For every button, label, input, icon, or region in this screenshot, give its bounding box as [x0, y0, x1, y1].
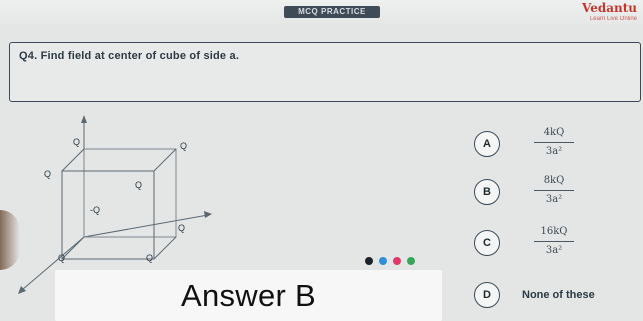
top-bar: MCQ PRACTICE Vedantu Learn Live Online: [0, 0, 643, 24]
y-axis: [21, 236, 85, 291]
charge-label: Q: [58, 253, 65, 263]
x-axis-arrow: [204, 211, 212, 218]
cube-edge: [61, 236, 85, 260]
charge-label: -Q: [90, 205, 100, 215]
fraction-bar: [534, 241, 574, 242]
charge-label: Q: [135, 180, 142, 190]
progress-dot: [407, 257, 415, 265]
option-text: None of these: [522, 289, 595, 301]
x-axis: [83, 214, 209, 238]
option-fraction: 16kQ 3a²: [534, 225, 574, 258]
fraction-denominator: 3a²: [545, 146, 563, 157]
option-b[interactable]: B 8kQ 3a²: [474, 174, 643, 210]
cube-edge: [61, 148, 85, 172]
charge-label: Q: [73, 137, 80, 147]
fraction-numerator: 4kQ: [543, 127, 565, 138]
fraction-denominator: 3a²: [545, 245, 563, 256]
answer-banner: Answer B: [55, 270, 442, 321]
option-fraction: 8kQ 3a²: [534, 174, 574, 207]
question-text: Q4. Find field at center of cube of side…: [19, 50, 240, 62]
cube-back-face: [83, 148, 177, 238]
option-letter-badge: A: [474, 131, 500, 157]
charge-label: Q: [178, 223, 185, 233]
fraction-numerator: 8kQ: [543, 175, 565, 186]
z-axis-arrow: [81, 115, 87, 123]
progress-dot: [365, 257, 373, 265]
presenter-hand: [0, 210, 20, 270]
cube-edge: [153, 236, 177, 260]
charge-label: Q: [180, 141, 187, 151]
answer-text: Answer B: [180, 277, 317, 313]
option-a[interactable]: A 4kQ 3a²: [474, 126, 643, 162]
fraction-bar: [534, 142, 574, 143]
fraction-numerator: 16kQ: [540, 226, 568, 237]
option-letter-badge: C: [474, 230, 500, 256]
progress-dot: [393, 257, 401, 265]
brand-name: Vedantu: [581, 1, 637, 15]
topic-pill: MCQ PRACTICE: [284, 6, 380, 18]
option-d[interactable]: D None of these: [474, 277, 643, 313]
option-fraction: 4kQ 3a²: [534, 126, 574, 159]
option-letter-badge: D: [474, 282, 500, 308]
brand-logo: Vedantu Learn Live Online: [565, 2, 637, 23]
progress-dots: [365, 257, 415, 267]
charge-label: Q: [44, 169, 51, 179]
progress-dot: [379, 257, 387, 265]
charge-label: Q: [146, 253, 153, 263]
fraction-denominator: 3a²: [545, 194, 563, 205]
cube-front-face: [61, 170, 155, 260]
question-box: Q4. Find field at center of cube of side…: [9, 42, 641, 102]
cube-edge: [153, 148, 177, 172]
option-letter-badge: B: [474, 179, 500, 205]
fraction-bar: [534, 190, 574, 191]
option-c[interactable]: C 16kQ 3a²: [474, 225, 643, 261]
cube-diagram: Q Q Q Q -Q Q Q Q: [18, 115, 212, 294]
brand-tagline: Learn Live Online: [589, 16, 637, 22]
y-axis-arrow: [18, 286, 26, 294]
